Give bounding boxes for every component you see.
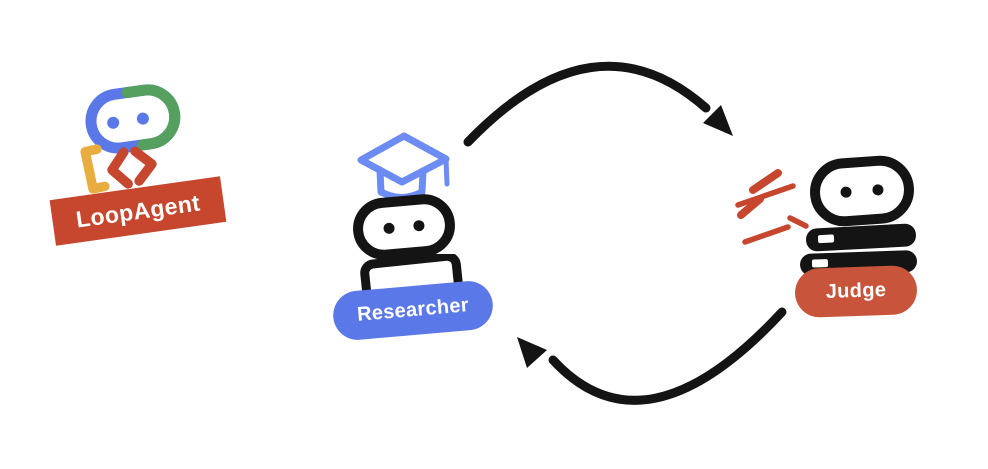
logo-robot-eye [136, 112, 149, 125]
logo-robot-head [85, 84, 181, 154]
judge-agent: Judge [735, 148, 930, 323]
judge-label: Judge [825, 278, 887, 304]
judge-eye [872, 184, 884, 196]
judge-robot-icon [810, 155, 914, 227]
arrow-researcher-to-judge-icon [463, 61, 733, 147]
researcher-robot-icon [353, 194, 455, 260]
researcher-eye [413, 220, 425, 232]
logo-robot-eye [107, 116, 120, 129]
judge-eye [840, 186, 852, 198]
emphasis-burst-icon [735, 169, 809, 245]
researcher-agent: Researcher [330, 128, 505, 343]
loopagent-label: LoopAgent [74, 188, 202, 233]
book-icon [805, 223, 917, 252]
loopagent-robot-icon [80, 84, 181, 194]
code-brackets-icon [80, 144, 157, 194]
loopagent-logo: LoopAgent [45, 72, 240, 257]
arrow-judge-to-researcher-icon [517, 307, 787, 405]
researcher-name-pill: Researcher [331, 279, 495, 342]
book-pages [811, 259, 829, 268]
judge-name-pill: Judge [794, 264, 918, 319]
researcher-eye [383, 222, 395, 234]
graduation-cap-icon [357, 132, 450, 201]
book-pages [817, 234, 835, 244]
researcher-label: Researcher [356, 294, 470, 326]
